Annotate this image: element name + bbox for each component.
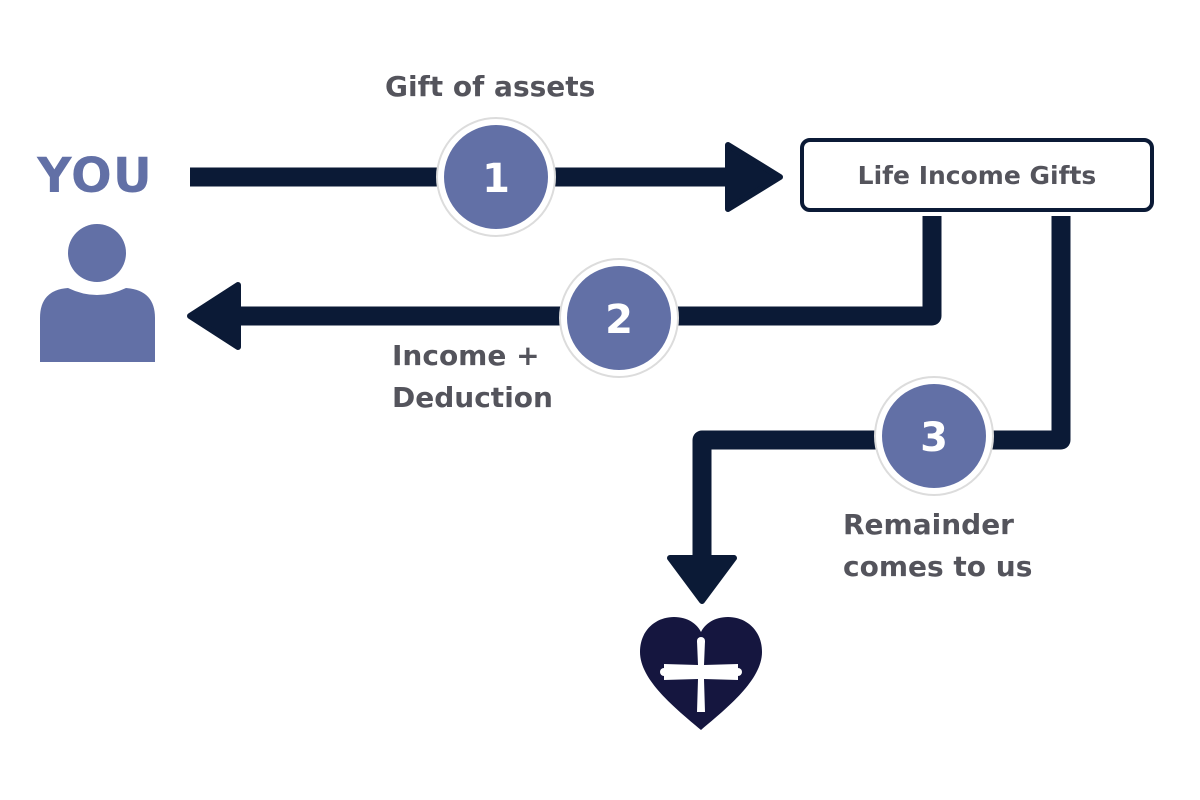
step-3-label-line-1: Remainder — [843, 508, 1014, 541]
step-1-badge: 1 — [436, 117, 556, 237]
life-income-gifts-label: Life Income Gifts — [857, 160, 1097, 190]
heart-cross-logo — [640, 617, 762, 730]
step-1-label: Gift of assets — [385, 70, 596, 103]
step-1-number: 1 — [482, 156, 510, 202]
step-2-label-line-1: Income + — [392, 339, 540, 372]
step-3-label-line-2: comes to us — [843, 550, 1033, 583]
step-2-number: 2 — [605, 297, 633, 343]
step-2-badge: 2 — [559, 258, 679, 378]
life-income-gifts-box: Life Income Gifts — [800, 138, 1154, 212]
you-label: YOU — [37, 148, 153, 204]
step-3-badge: 3 — [874, 376, 994, 496]
step-3-number: 3 — [920, 415, 948, 461]
arrow-income — [187, 216, 942, 350]
person-icon — [40, 224, 155, 362]
step-2-label-line-2: Deduction — [392, 381, 553, 414]
step-2-label: Income + Deduction — [392, 335, 553, 419]
step-3-label: Remainder comes to us — [843, 504, 1032, 588]
